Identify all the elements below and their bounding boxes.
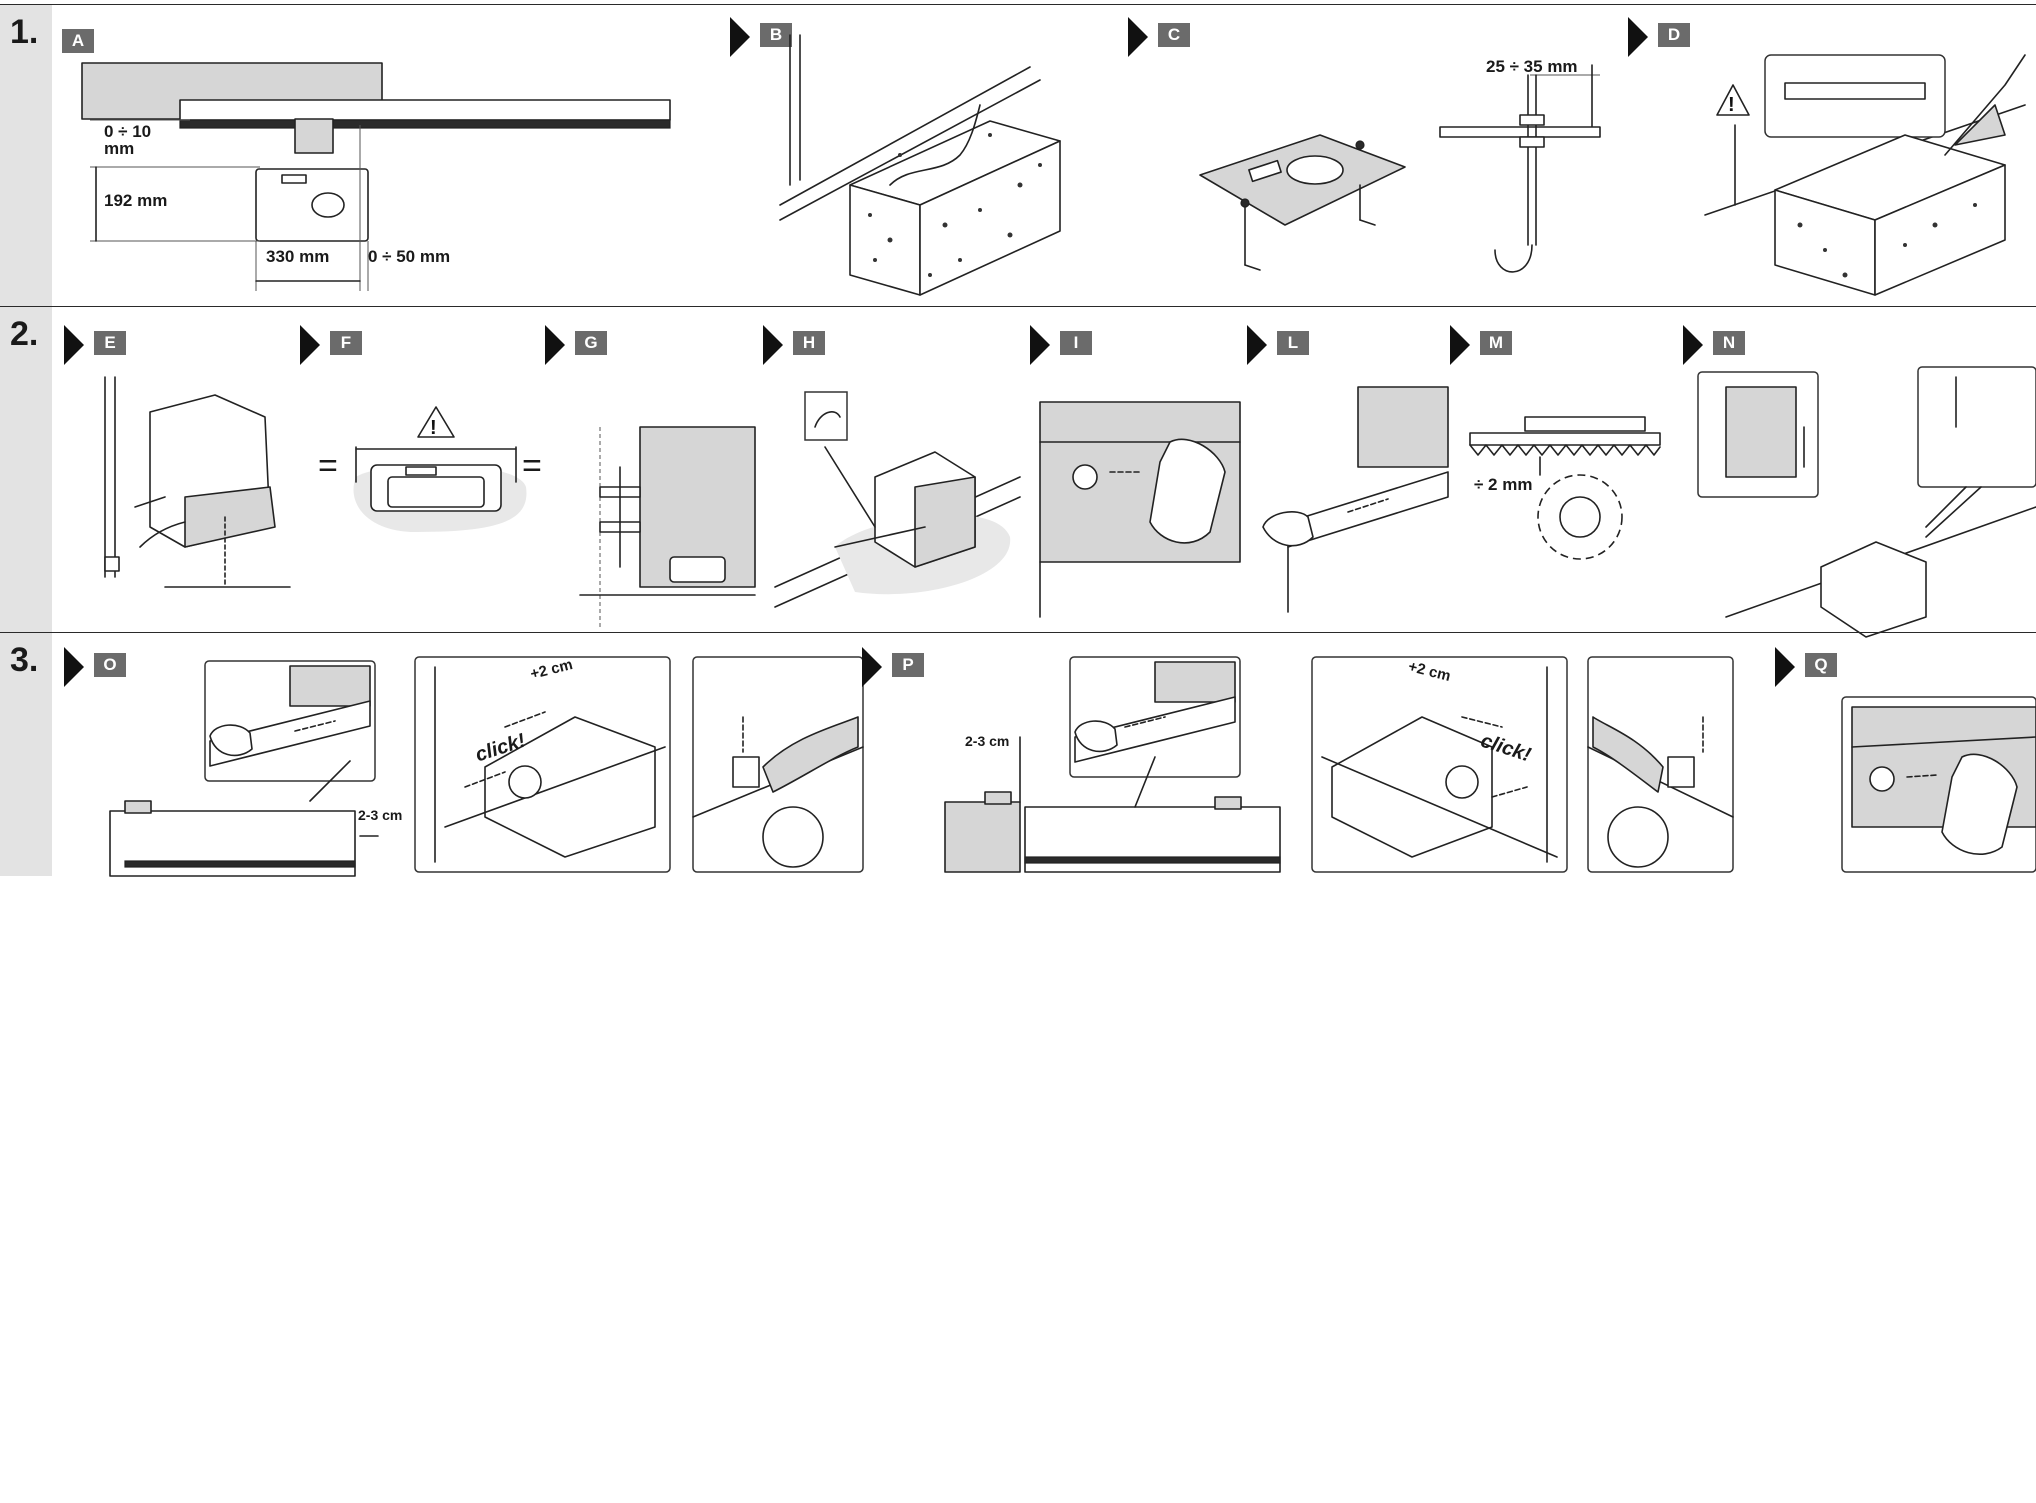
step-g-badge: G — [575, 331, 607, 355]
step-q-arrow — [1775, 647, 1795, 687]
step-o-clamp-panel — [692, 656, 864, 873]
dim-a-height: 192 mm — [104, 191, 168, 210]
step-p-arrow — [862, 647, 882, 687]
step-g-arrow — [545, 325, 565, 365]
step-d-badge: D — [1658, 23, 1690, 47]
step-p-clamp-panel — [1587, 656, 1734, 873]
row-2-number: 2. — [10, 315, 39, 353]
step-o-badge: O — [94, 653, 126, 677]
step-q-badge: Q — [1805, 653, 1837, 677]
step-l-illustration — [1262, 386, 1449, 613]
step-q-illustration — [1841, 696, 2036, 873]
step-c-badge: C — [1158, 23, 1190, 47]
dim-o-gap: 2-3 cm — [358, 807, 403, 823]
row-1: 1. A 0 ÷ 10 mm 192 mm 330 mm 0 ÷ 50 mm B — [0, 4, 2036, 307]
warning-icon: ! — [1728, 94, 1735, 116]
step-f-badge: F — [330, 331, 362, 355]
step-i-arrow — [1030, 325, 1050, 365]
step-d-arrow — [1628, 17, 1648, 57]
step-f-illustration: ! — [353, 406, 527, 532]
row-3-number: 3. — [10, 641, 39, 679]
step-m-badge: M — [1480, 331, 1512, 355]
step-b-illustration — [779, 34, 1061, 296]
step-n-badge: N — [1713, 331, 1745, 355]
row-2: 2. E F ! = = G — [0, 306, 2036, 638]
step-n-illustration — [1697, 366, 2036, 638]
row-2-gutter: 2. — [0, 307, 52, 633]
step-a-badge: A — [62, 29, 94, 53]
step-c-arrow — [1128, 17, 1148, 57]
equal-left: = — [318, 447, 338, 485]
step-g-illustration — [579, 426, 756, 627]
step-h-arrow — [763, 325, 783, 365]
step-o-click-panel — [414, 656, 671, 873]
row-3-gutter: 3. — [0, 633, 52, 876]
step-c-bolt-illustration — [1439, 64, 1601, 273]
step-l-badge: L — [1277, 331, 1309, 355]
step-d-illustration: ! — [1704, 54, 2026, 296]
step-i-badge: I — [1060, 331, 1092, 355]
dim-a-offset: 0 ÷ 50 mm — [368, 247, 451, 266]
row-1-number: 1. — [10, 13, 39, 51]
step-n-arrow — [1683, 325, 1703, 365]
equal-right: = — [522, 447, 542, 485]
step-o-gate-scene — [109, 660, 379, 877]
step-a-illustration — [81, 62, 671, 291]
step-p-click-panel — [1311, 656, 1568, 873]
step-e-badge: E — [94, 331, 126, 355]
step-o-gate-illustration — [110, 1293, 410, 1503]
step-h-illustration — [774, 391, 1021, 608]
step-i-illustration — [1039, 401, 1241, 618]
row-3: 3. O 2-3 cm +2 cm click! — [0, 632, 2036, 877]
step-h-badge: H — [793, 331, 825, 355]
dim-c-bolt: 25 ÷ 35 mm — [1486, 57, 1578, 76]
step-b-arrow — [730, 17, 750, 57]
dim-m-gap: ÷ 2 mm — [1474, 475, 1533, 494]
step-p-badge: P — [892, 653, 924, 677]
step-m-illustration — [1469, 416, 1661, 560]
dim-a-gap: 0 ÷ 10 mm — [104, 122, 152, 158]
step-b-badge: B — [760, 23, 792, 47]
step-m-arrow — [1450, 325, 1470, 365]
step-e-arrow — [64, 325, 84, 365]
warning-icon-f: ! — [430, 417, 437, 439]
dim-a-width: 330 mm — [266, 247, 330, 266]
step-o-arrow — [64, 647, 84, 687]
step-e-illustration — [104, 376, 291, 588]
row-1-gutter: 1. — [0, 5, 52, 307]
dim-p-gap: 2-3 cm — [965, 733, 1010, 749]
step-c-plate-illustration — [1199, 134, 1406, 271]
step-l-arrow — [1247, 325, 1267, 365]
step-f-arrow — [300, 325, 320, 365]
step-p-gate-scene — [944, 656, 1281, 873]
